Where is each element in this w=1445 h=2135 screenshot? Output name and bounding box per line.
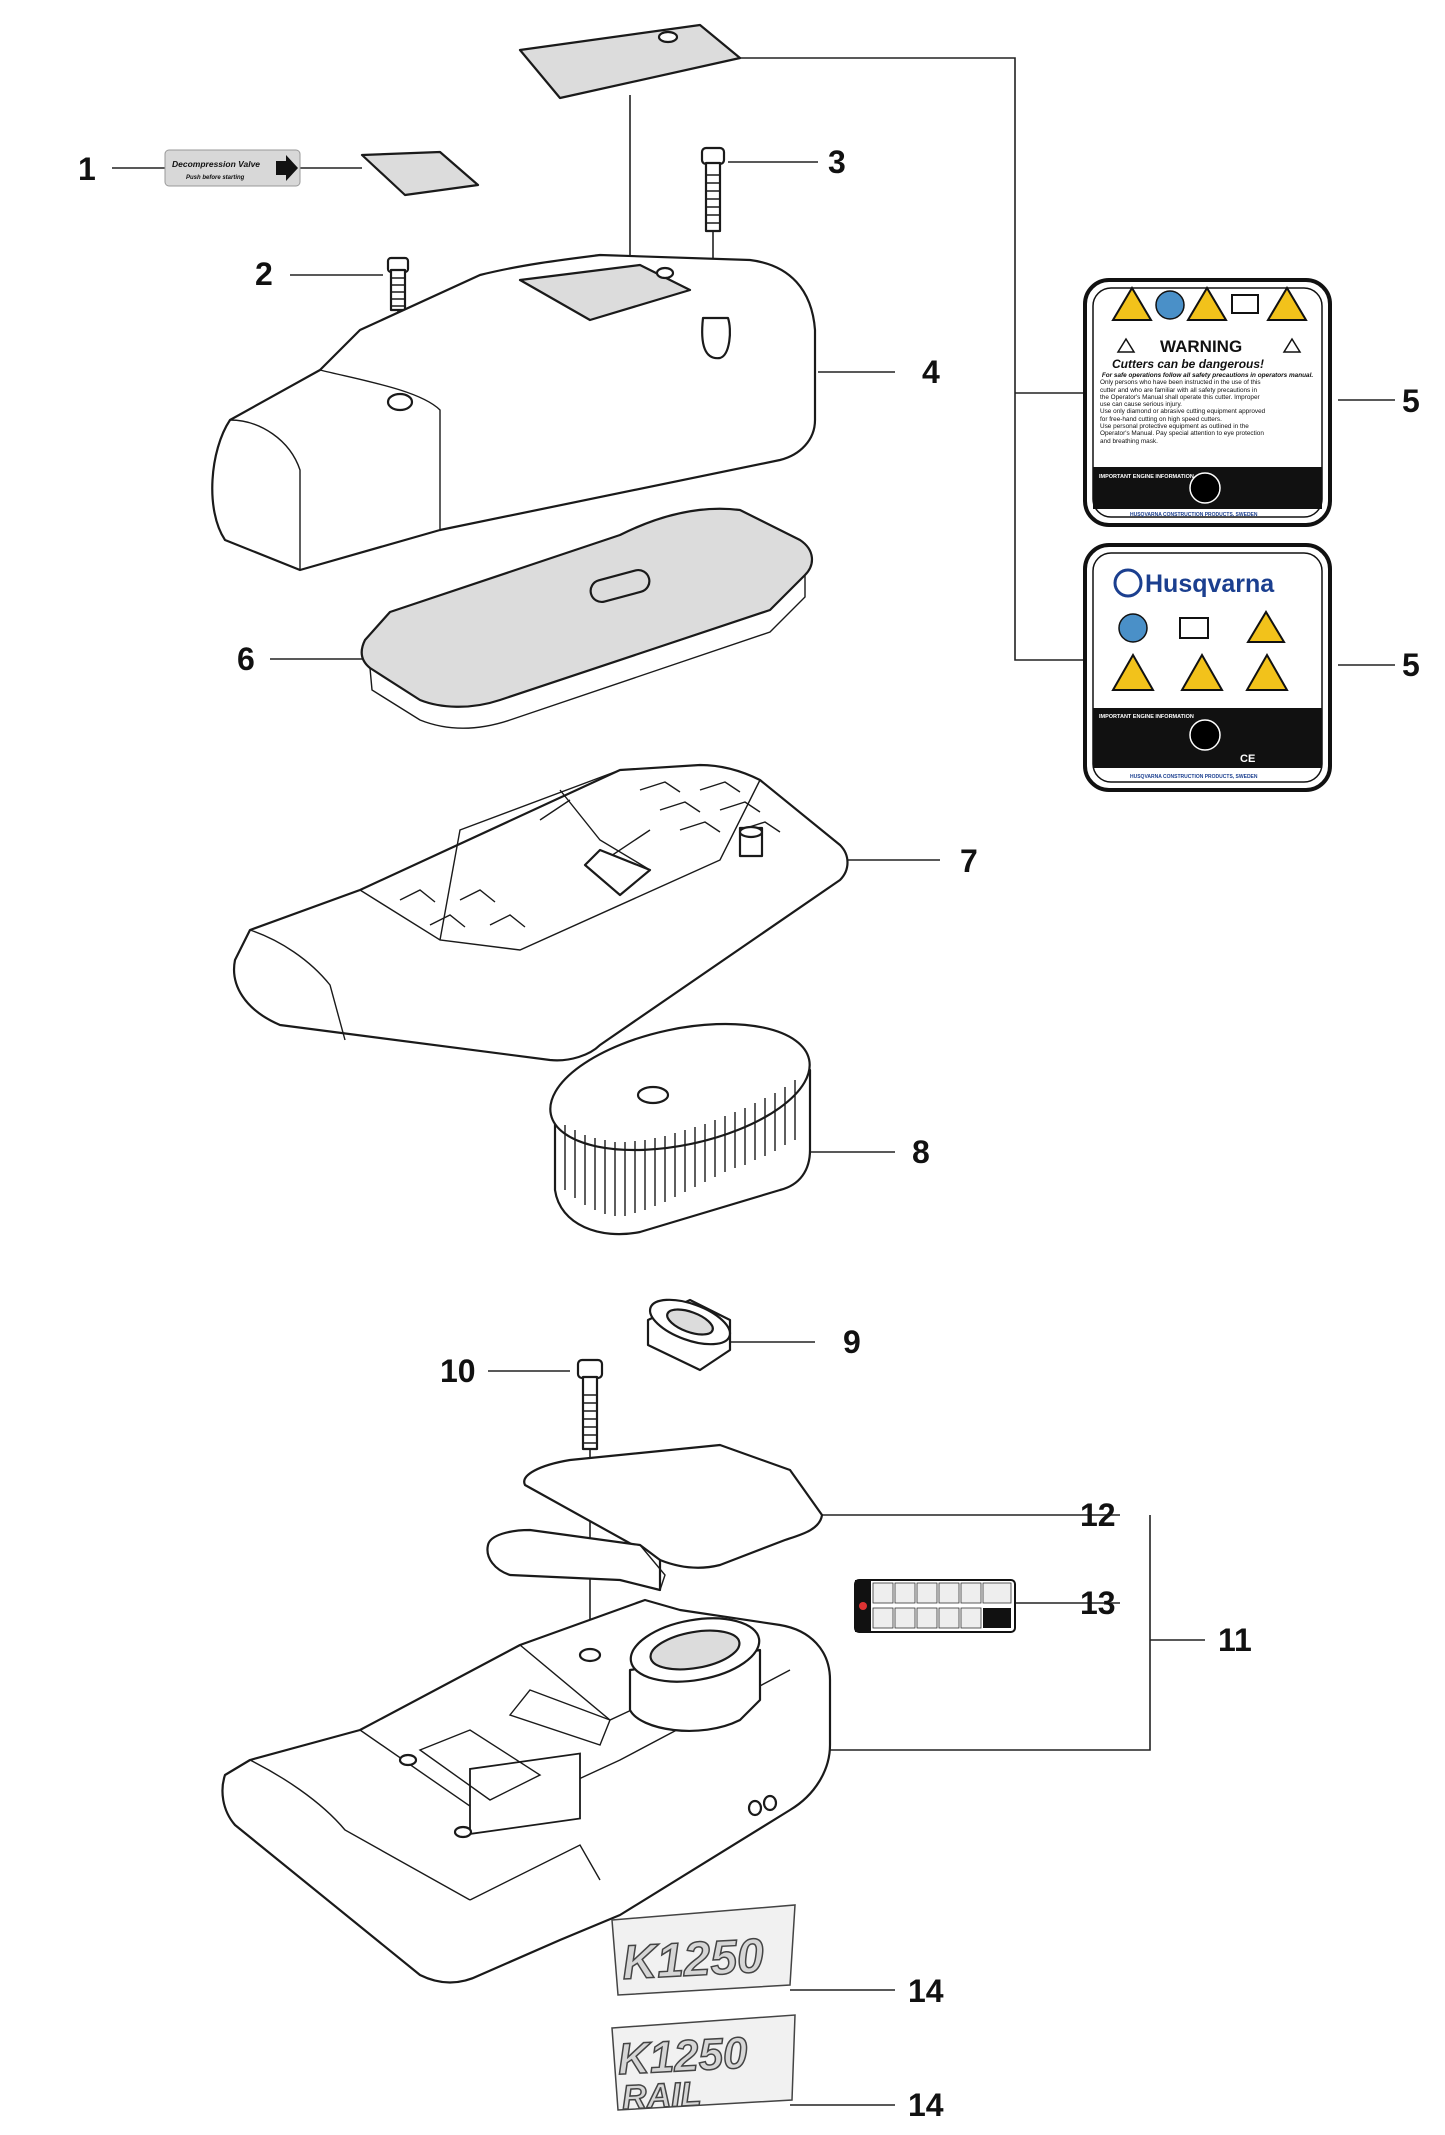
callout-5-brand: 5 bbox=[1402, 647, 1420, 683]
warning-bullet: and breathing mask. bbox=[1100, 437, 1158, 445]
callout-13: 13 bbox=[1080, 1585, 1116, 1621]
warning-bullet: Only persons who have been instructed in… bbox=[1100, 379, 1261, 387]
arrow-right-icon bbox=[276, 155, 298, 181]
part-5-warning-label: WARNING Cutters can be dangerous! For sa… bbox=[1083, 278, 1332, 527]
callout-2: 2 bbox=[255, 256, 273, 292]
svg-text:IMPORTANT ENGINE INFORMATION: IMPORTANT ENGINE INFORMATION bbox=[1099, 474, 1194, 480]
small-warning-icon bbox=[1282, 337, 1302, 353]
warning-triangle-icon bbox=[1186, 286, 1228, 321]
svg-text:Decompression Valve: Decompression Valve bbox=[172, 159, 260, 169]
warning-triangle-icon bbox=[1246, 610, 1286, 643]
warning-triangle-icon bbox=[1111, 286, 1153, 321]
svg-text:IMPORTANT ENGINE INFORMATION: IMPORTANT ENGINE INFORMATION bbox=[1099, 714, 1194, 720]
callout-4: 4 bbox=[922, 354, 940, 390]
callout-7: 7 bbox=[960, 843, 978, 879]
small-warning-icon bbox=[1116, 337, 1136, 353]
manual-book-icon bbox=[1179, 617, 1209, 639]
part-11-lower-housing bbox=[221, 1598, 832, 1984]
svg-text:HUSQVARNA CONSTRUCTION PRODUCT: HUSQVARNA CONSTRUCTION PRODUCTS, SWEDEN bbox=[1130, 774, 1258, 780]
part-13-instruction-decal bbox=[854, 1579, 1016, 1633]
manual-book-icon bbox=[1231, 294, 1259, 314]
callout-10: 10 bbox=[440, 1353, 476, 1389]
svg-text:HUSQVARNA CONSTRUCTION PRODUCT: HUSQVARNA CONSTRUCTION PRODUCTS, SWEDEN bbox=[1130, 512, 1258, 518]
instruction-pictograms bbox=[872, 1582, 1012, 1629]
warning-bullet: Use only diamond or abrasive cutting equ… bbox=[1100, 408, 1266, 416]
filter-pleats bbox=[564, 1080, 796, 1216]
husqvarna-logo-icon bbox=[1113, 568, 1143, 598]
warning-triangle-icon bbox=[1245, 652, 1289, 691]
part-9-grommet bbox=[646, 1298, 732, 1372]
callout-6: 6 bbox=[237, 641, 255, 677]
face-protection-icon bbox=[1155, 290, 1185, 320]
part-4-top-cover bbox=[211, 253, 817, 572]
svg-text:WARNING: WARNING bbox=[1160, 337, 1242, 356]
part-cover-plate bbox=[518, 23, 742, 100]
svg-text:CE: CE bbox=[1240, 753, 1255, 765]
warning-bullet: Operator's Manual. Pay special attention… bbox=[1100, 430, 1264, 438]
part-3-screw bbox=[700, 146, 726, 233]
svg-text:Push before starting: Push before starting bbox=[186, 175, 245, 181]
filter-housing-ribs bbox=[399, 781, 781, 928]
callout-8: 8 bbox=[912, 1134, 930, 1170]
part-8-air-filter bbox=[549, 1022, 812, 1236]
warning-bullet: cutter and who are familiar with all saf… bbox=[1100, 386, 1258, 394]
callout-3: 3 bbox=[828, 144, 846, 180]
part-7-filter-housing bbox=[233, 763, 849, 1062]
warning-bullet: Use personal protective equipment as out… bbox=[1100, 423, 1249, 431]
warning-intro: For safe operations follow all safety pr… bbox=[1101, 372, 1314, 379]
callout-1: 1 bbox=[78, 151, 96, 187]
callout-14-k1250: 14 bbox=[908, 1973, 944, 2009]
red-start-icon bbox=[859, 1602, 867, 1610]
callout-9: 9 bbox=[843, 1324, 861, 1360]
svg-text:K1250: K1250 bbox=[617, 2029, 750, 2085]
warning-triangle-icon bbox=[1111, 652, 1155, 691]
warning-triangle-icon bbox=[1266, 286, 1308, 321]
face-protection-icon bbox=[1118, 613, 1148, 643]
callout-numbers: 1 2 3 4 5 5 6 7 8 9 10 11 12 13 14 14 bbox=[78, 144, 1420, 2123]
callout-12: 12 bbox=[1080, 1497, 1116, 1533]
part-2-screw bbox=[386, 256, 410, 312]
warning-triangle-icon bbox=[1180, 652, 1224, 691]
svg-text:Cutters can be dangerous!: Cutters can be dangerous! bbox=[1112, 357, 1264, 371]
part-10-bolt bbox=[576, 1358, 604, 1451]
part-14-model-decal-k1250: K1250 bbox=[611, 1904, 796, 1996]
part-1-decompression-decal: Decompression Valve Push before starting bbox=[164, 149, 480, 197]
warning-bullet: the Operator's Manual shall operate this… bbox=[1100, 393, 1260, 401]
callout-5-warning: 5 bbox=[1402, 383, 1420, 419]
callout-11: 11 bbox=[1218, 1622, 1252, 1658]
part-12-gasket bbox=[486, 1443, 824, 1592]
svg-text:RAIL: RAIL bbox=[621, 2075, 702, 2117]
part-6-pre-filter bbox=[360, 507, 813, 729]
callout-14-k1250-rail: 14 bbox=[908, 2087, 944, 2123]
part-14-model-decal-k1250-rail: K1250 RAIL bbox=[611, 2014, 796, 2118]
svg-text:K1250: K1250 bbox=[621, 1930, 765, 1990]
part-5-brand-label: Husqvarna IMPORTANT ENGINE INFORMATION C… bbox=[1083, 543, 1332, 792]
svg-text:Husqvarna: Husqvarna bbox=[1145, 570, 1275, 598]
warning-bullet: use can cause serious injury. bbox=[1100, 401, 1182, 409]
warning-bullet: for free-hand cutting on high speed cutt… bbox=[1100, 415, 1222, 423]
